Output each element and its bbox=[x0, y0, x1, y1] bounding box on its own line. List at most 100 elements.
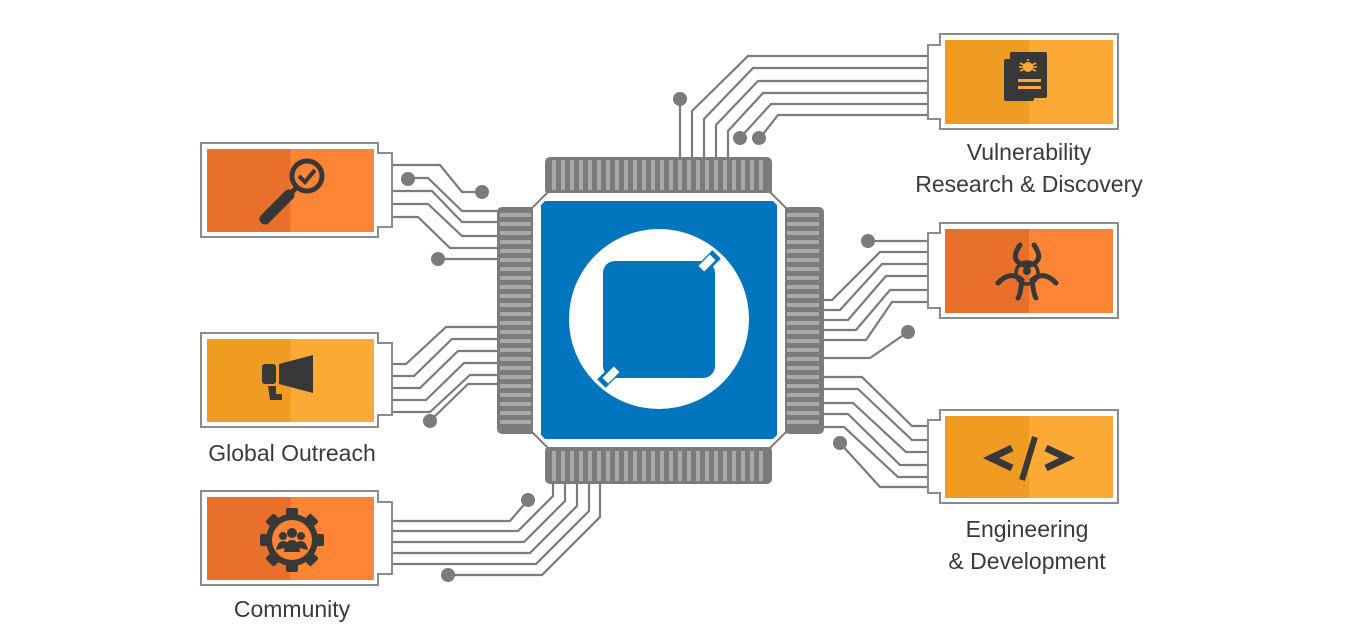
chip-pin bbox=[579, 451, 583, 481]
chip-pin bbox=[787, 366, 819, 370]
chip-pin bbox=[561, 451, 565, 481]
chip-pin bbox=[723, 451, 727, 481]
chip-pin bbox=[552, 451, 556, 481]
chip-pin bbox=[787, 249, 819, 253]
processor-chip bbox=[497, 157, 824, 484]
chip-pin bbox=[606, 451, 610, 481]
chip-pin bbox=[687, 160, 691, 190]
chip-pin bbox=[750, 160, 754, 190]
module-bottom-left[interactable] bbox=[200, 490, 393, 586]
chip-pin bbox=[500, 213, 532, 217]
chip-pin bbox=[500, 330, 532, 334]
module-mid-left[interactable] bbox=[200, 332, 393, 428]
chip-pin bbox=[787, 357, 819, 361]
label-community: Community bbox=[233, 596, 351, 622]
chip-pin bbox=[732, 160, 736, 190]
chip-pin bbox=[787, 285, 819, 289]
chip-pin bbox=[787, 231, 819, 235]
trace-terminals bbox=[401, 92, 915, 582]
circuit-traces bbox=[392, 54, 932, 577]
chip-pin bbox=[588, 160, 592, 190]
chip-pin bbox=[588, 451, 592, 481]
chip-pin bbox=[687, 451, 691, 481]
chip-pin bbox=[642, 160, 646, 190]
chip-pin bbox=[500, 393, 532, 397]
trace-dot bbox=[441, 568, 455, 582]
chip-pin bbox=[714, 451, 718, 481]
label-vulnerability-research: Vulnerability Research & Discovery bbox=[893, 136, 1165, 200]
traces-top-right bbox=[678, 54, 930, 158]
module-bottom-right[interactable] bbox=[927, 409, 1119, 504]
traces-top-left bbox=[392, 163, 500, 261]
chip-pin bbox=[651, 451, 655, 481]
chip-pin bbox=[759, 451, 763, 481]
chip-pin bbox=[500, 267, 532, 271]
chip-pin bbox=[787, 222, 819, 226]
trace-dot bbox=[401, 172, 415, 186]
chip-pin bbox=[500, 339, 532, 343]
chip-pin bbox=[500, 258, 532, 262]
chip-pin bbox=[787, 402, 819, 406]
trace-dot bbox=[901, 325, 915, 339]
chip-pin bbox=[500, 411, 532, 415]
chip-pin bbox=[570, 160, 574, 190]
chip-pin bbox=[787, 312, 819, 316]
chip-pin bbox=[660, 160, 664, 190]
chip-pin bbox=[696, 160, 700, 190]
chip-pin bbox=[787, 258, 819, 262]
module-top-right[interactable] bbox=[927, 33, 1119, 130]
chip-pin bbox=[787, 240, 819, 244]
chip-pin bbox=[741, 451, 745, 481]
chip-pin bbox=[787, 267, 819, 271]
code-icon bbox=[982, 436, 1076, 481]
chip-pin bbox=[787, 348, 819, 352]
chip-pin bbox=[500, 231, 532, 235]
chip-pin bbox=[500, 285, 532, 289]
megaphone-icon bbox=[262, 355, 313, 400]
chip-pin bbox=[787, 276, 819, 280]
chip-pin bbox=[500, 240, 532, 244]
trace-dot bbox=[431, 252, 445, 266]
chip-pin bbox=[500, 321, 532, 325]
chip-pin bbox=[787, 420, 819, 424]
chip-logo-icon bbox=[569, 229, 749, 409]
chip-pin bbox=[669, 160, 673, 190]
traces-bottom-right bbox=[822, 375, 932, 489]
chip-pin bbox=[669, 451, 673, 481]
module-top-left[interactable] bbox=[200, 142, 393, 238]
chip-pin bbox=[787, 375, 819, 379]
chip-pin bbox=[678, 160, 682, 190]
trace-dot bbox=[733, 131, 747, 145]
chip-pin bbox=[500, 303, 532, 307]
chip-pin bbox=[787, 321, 819, 325]
chip-pin bbox=[651, 160, 655, 190]
trace-dot bbox=[673, 92, 687, 106]
traces-mid-right bbox=[822, 239, 930, 360]
chip-pin bbox=[696, 451, 700, 481]
chip-pin bbox=[787, 339, 819, 343]
chip-pin bbox=[787, 303, 819, 307]
chip-pin bbox=[500, 222, 532, 226]
chip-pin bbox=[759, 160, 763, 190]
chip-pin bbox=[615, 451, 619, 481]
chip-pin bbox=[552, 160, 556, 190]
traces-bottom-left bbox=[392, 480, 602, 577]
chip-pin bbox=[787, 393, 819, 397]
chip-pin bbox=[723, 160, 727, 190]
chip-pin bbox=[787, 384, 819, 388]
chip-pin bbox=[500, 357, 532, 361]
module-mid-right[interactable] bbox=[927, 222, 1119, 319]
chip-pin bbox=[500, 348, 532, 352]
chip-pin bbox=[500, 366, 532, 370]
label-engineering-development: Engineering & Development bbox=[917, 513, 1137, 577]
magnifier-check-icon bbox=[259, 158, 325, 225]
traces-mid-left bbox=[392, 325, 500, 422]
chip-pin bbox=[500, 294, 532, 298]
label-line: Vulnerability bbox=[966, 139, 1092, 165]
label-line: Engineering bbox=[965, 516, 1089, 542]
chip-pin bbox=[787, 411, 819, 415]
chip-pin bbox=[500, 276, 532, 280]
chip-pin bbox=[615, 160, 619, 190]
chip-pin bbox=[678, 451, 682, 481]
chip-pin bbox=[787, 330, 819, 334]
